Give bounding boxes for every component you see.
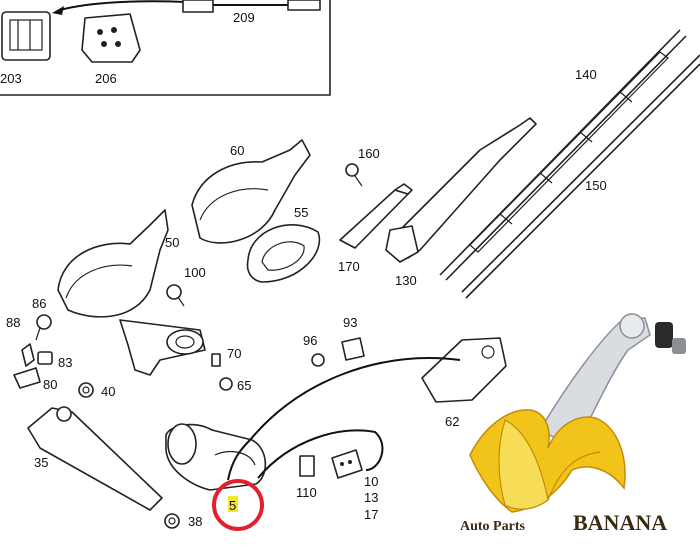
label-70: 70 xyxy=(227,346,241,361)
label-160: 160 xyxy=(358,146,380,161)
part-38-nut xyxy=(164,513,180,529)
label-35: 35 xyxy=(34,455,48,470)
part-160-screw xyxy=(345,163,363,187)
part-206-connector xyxy=(81,13,141,63)
label-100: 100 xyxy=(184,265,206,280)
label-206: 206 xyxy=(95,71,117,86)
label-140: 140 xyxy=(575,67,597,82)
label-110: 110 xyxy=(296,485,317,500)
label-209: 209 xyxy=(233,10,255,25)
part-110-connector xyxy=(257,429,384,479)
part-130-wiper-arm xyxy=(385,117,537,263)
label-60: 60 xyxy=(230,143,244,158)
part-140-wiper-blade xyxy=(439,29,687,281)
label-10: 10 xyxy=(364,474,378,489)
brand-logo: Auto Parts BANANA xyxy=(460,313,686,535)
part-80-bracket xyxy=(13,367,41,389)
label-83: 83 xyxy=(58,355,72,370)
label-150: 150 xyxy=(585,178,607,193)
label-55: 55 xyxy=(294,205,308,220)
inset-frame xyxy=(0,0,331,96)
part-93-clip xyxy=(341,337,365,361)
part-209-harness xyxy=(182,0,321,13)
label-62: 62 xyxy=(445,414,459,429)
label-50: 50 xyxy=(165,235,179,250)
label-203: 203 xyxy=(0,71,22,86)
part-50-housing xyxy=(57,209,169,318)
label-86: 86 xyxy=(32,296,46,311)
part-5-wiper-motor xyxy=(165,357,461,491)
label-96: 96 xyxy=(303,333,317,348)
brand-text-big: BANANA xyxy=(573,510,667,535)
highlight-circle xyxy=(212,479,264,531)
part-83-spring xyxy=(37,351,53,365)
label-93: 93 xyxy=(343,315,357,330)
label-40: 40 xyxy=(101,384,115,399)
label-38: 38 xyxy=(188,514,202,529)
label-170: 170 xyxy=(338,259,360,274)
part-150-wiper-refill xyxy=(461,54,700,299)
part-96-screw xyxy=(311,353,325,367)
label-65: 65 xyxy=(237,378,251,393)
part-10-plug xyxy=(331,449,363,479)
brand-text-small: Auto Parts xyxy=(460,519,525,534)
part-203-connector xyxy=(1,11,51,61)
part-70-stud xyxy=(211,353,221,367)
label-80: 80 xyxy=(43,377,57,392)
label-17: 17 xyxy=(364,507,378,522)
part-40-washer xyxy=(78,382,94,398)
part-100-bolt xyxy=(166,284,185,307)
label-88: 88 xyxy=(6,315,20,330)
label-130: 130 xyxy=(395,273,417,288)
part-88-clip xyxy=(21,343,35,367)
part-86-bolt xyxy=(35,314,52,341)
part-65-nut xyxy=(219,377,233,391)
part-35-linkage-rod xyxy=(27,406,163,511)
part-55-frame xyxy=(246,224,321,283)
label-13: 13 xyxy=(364,490,378,505)
part-62-cover xyxy=(421,337,507,403)
part-170-cover xyxy=(339,183,413,249)
label-5: 5 xyxy=(229,498,236,513)
linkage-assembly xyxy=(119,319,206,376)
part-60-housing xyxy=(191,139,311,244)
highlight-marker xyxy=(228,496,238,512)
